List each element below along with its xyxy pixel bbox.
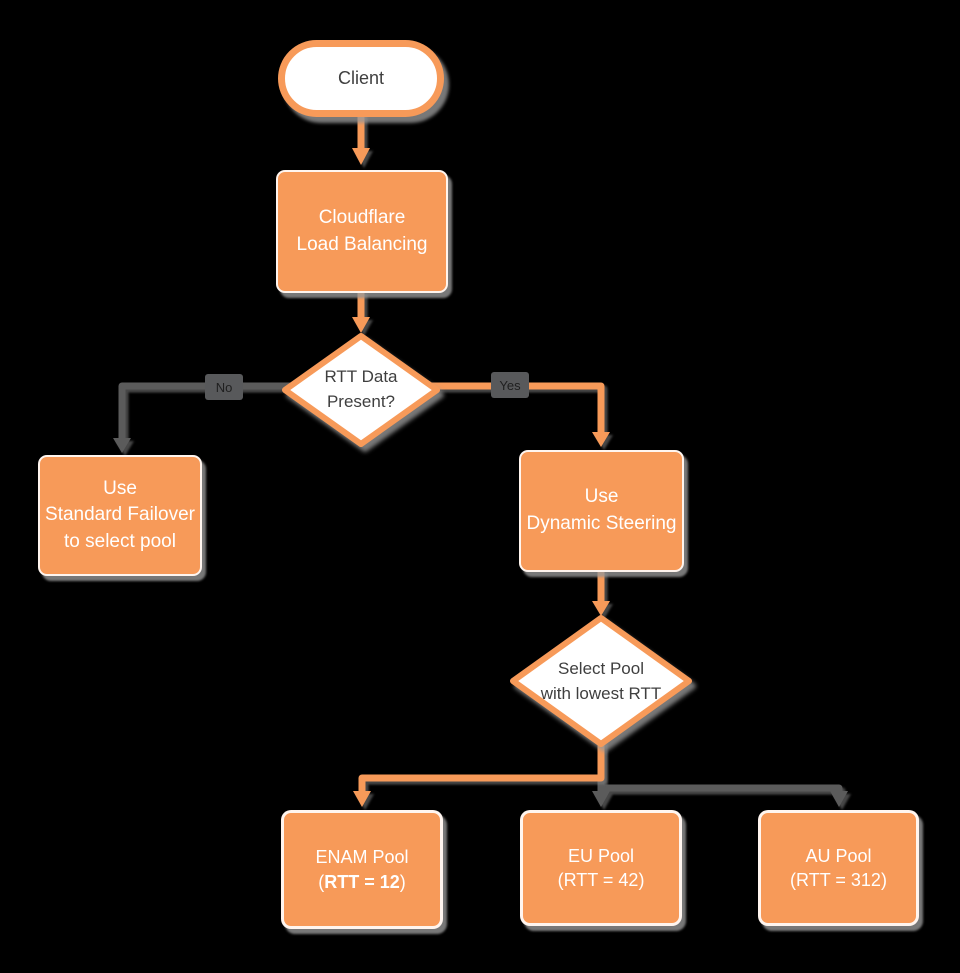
orange-connectors xyxy=(352,110,610,807)
decision-rtt-text: RTT Data Present? xyxy=(286,358,436,422)
node-client: Client xyxy=(278,40,444,117)
node-load-balancing: Cloudflare Load Balancing xyxy=(276,170,448,293)
edge-label-no: No xyxy=(205,374,243,400)
node-standard-failover-line2: Standard Failover xyxy=(45,504,195,526)
edge-yes-connector xyxy=(430,382,605,433)
node-eu-pool-name: EU Pool xyxy=(567,845,635,866)
gray-connectors xyxy=(113,382,848,807)
node-load-balancing-line1: Cloudflare xyxy=(318,206,406,228)
node-dynamic-steering: Use Dynamic Steering xyxy=(519,450,684,572)
decision-rtt-data-present xyxy=(282,333,440,447)
node-eu-pool-rtt: (RTT = 42) xyxy=(558,868,645,892)
enam-rtt-close: ) xyxy=(399,871,406,892)
decision-select-pool-line2: with lowest RTT xyxy=(540,684,662,703)
node-au-pool: AU Pool (RTT = 312) xyxy=(758,810,919,926)
decision-rtt-line2: Present? xyxy=(326,392,396,411)
arrowhead-to-eu-pool xyxy=(592,791,610,807)
node-dynamic-steering-line1: Use xyxy=(584,486,619,508)
node-eu-pool: EU Pool (RTT = 42) xyxy=(520,810,682,926)
decision-select-pool-text: Select Pool with lowest RTT xyxy=(511,650,691,714)
eu-rtt-close: ) xyxy=(638,870,645,890)
arrowhead-to-lb xyxy=(352,148,370,165)
edge-label-yes-text: Yes xyxy=(499,377,521,393)
node-dynamic-steering-line2: Dynamic Steering xyxy=(526,513,677,534)
edge-to-enam-pool xyxy=(358,740,605,793)
node-enam-pool-rtt: (RTT = 12) xyxy=(318,870,406,894)
au-rtt-value: RTT = 312 xyxy=(796,870,881,890)
eu-rtt-value: RTT = 42 xyxy=(563,870,639,890)
arrowhead-to-standard-failover xyxy=(113,438,131,453)
node-client-label: Client xyxy=(337,68,385,88)
node-standard-failover-line3: to select pool xyxy=(64,530,176,552)
decision-select-pool xyxy=(510,615,692,747)
edge-label-no-text: No xyxy=(215,379,233,395)
au-rtt-open: ( xyxy=(790,870,797,890)
arrowhead-to-enam-pool xyxy=(353,791,371,807)
node-standard-failover-line1: Use xyxy=(103,477,137,499)
node-au-pool-name: AU Pool xyxy=(805,845,872,866)
arrowhead-to-pool-decision xyxy=(592,601,610,616)
node-enam-pool: ENAM Pool (RTT = 12) xyxy=(281,810,443,929)
arrowhead-to-rtt-decision xyxy=(352,317,370,333)
enam-rtt-open: ( xyxy=(318,871,325,892)
decision-select-pool-line1: Select Pool xyxy=(558,659,644,679)
arrowhead-to-dynamic-steering xyxy=(592,432,610,447)
decision-rtt-line1: RTT Data xyxy=(324,367,398,387)
arrowhead-to-au-pool xyxy=(830,791,848,807)
eu-rtt-open: ( xyxy=(557,870,564,890)
edge-to-au-pool xyxy=(601,784,843,793)
node-au-pool-rtt: (RTT = 312) xyxy=(790,868,887,892)
au-rtt-close: ) xyxy=(880,870,887,890)
node-standard-failover: Use Standard Failover to select pool xyxy=(38,455,202,576)
enam-rtt-value: RTT = 12 xyxy=(324,871,400,892)
edge-label-yes: Yes xyxy=(491,372,529,398)
node-enam-pool-name: ENAM Pool xyxy=(315,847,409,868)
node-load-balancing-line2: Load Balancing xyxy=(296,233,428,255)
